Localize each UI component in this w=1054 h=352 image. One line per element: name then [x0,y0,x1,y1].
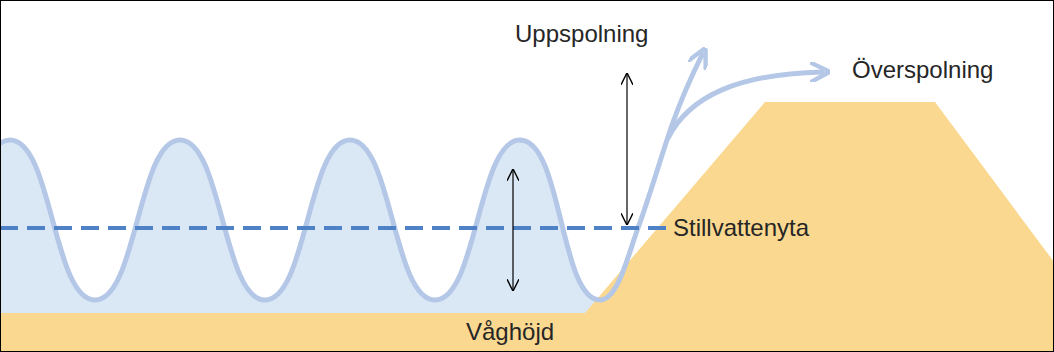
diagram-label: Stillvattenyta [673,214,809,242]
runup-arrow [626,74,627,224]
diagram-label: Uppspolning [515,20,648,48]
still-water-line [0,226,666,230]
diagram-label: Överspolning [852,56,993,84]
diagram-label: Våghöjd [466,318,554,346]
wave-line [0,55,702,300]
overtopping-arrow [668,72,822,138]
wave-height-arrow [512,170,513,290]
